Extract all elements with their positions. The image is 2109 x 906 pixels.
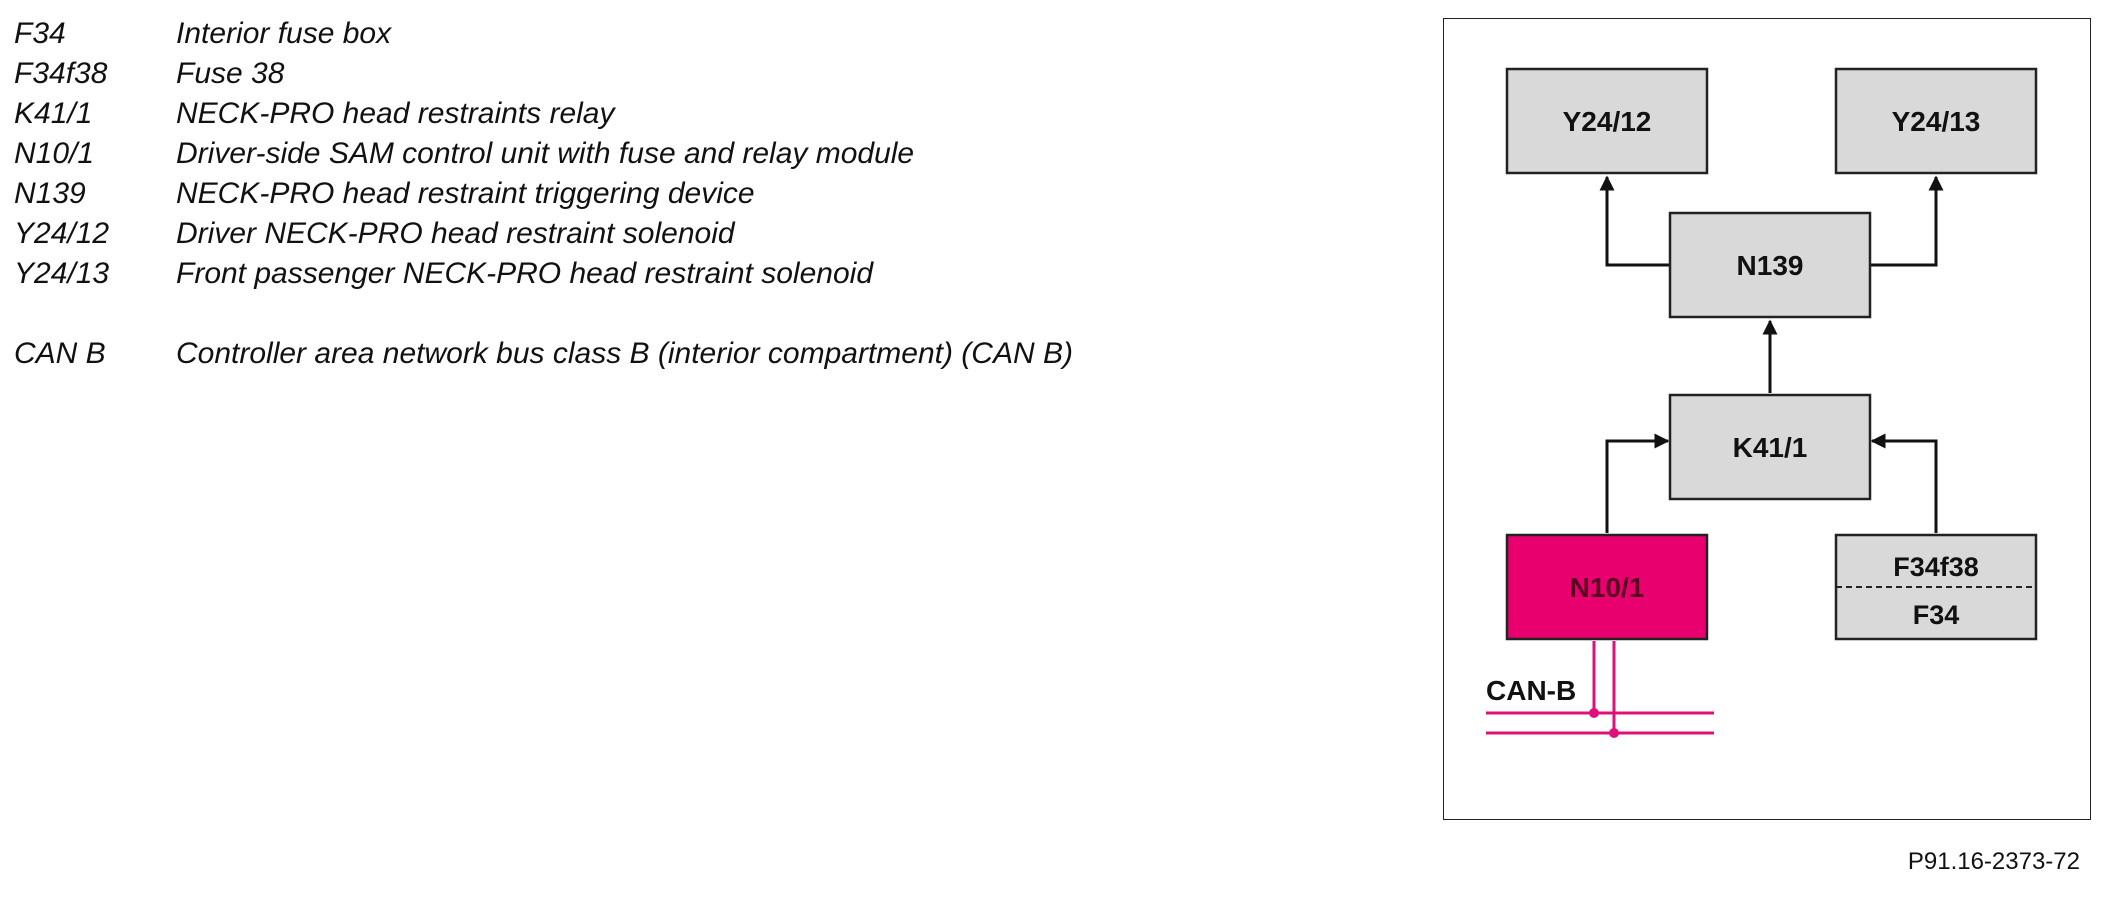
block-y24-12: Y24/12 [1505,67,1709,175]
legend-code: K41/1 [14,97,93,130]
legend-description: Driver-side SAM control unit with fuse a… [176,137,915,170]
legend-row-y24-12: Y24/12 Driver NECK-PRO head restraint so… [14,214,1073,254]
connector-n139-to-y24-12 [1599,175,1670,267]
legend-description: Controller area network bus class B (int… [176,337,1073,370]
block-label-f34: F34 [1913,600,1960,630]
block-n139: N139 [1668,211,1872,319]
block-label-k41-1: K41/1 [1733,432,1808,463]
legend-description: Interior fuse box [176,17,392,50]
block-k41-1: K41/1 [1668,393,1872,501]
block-diagram-frame: Y24/12 Y24/13 N139 K41/1 N10/1 F34f38 F3… [1443,18,2091,820]
legend-description: NECK-PRO head restraints relay [176,97,615,130]
block-label-n10-1: N10/1 [1570,572,1645,603]
legend-description: Driver NECK-PRO head restraint solenoid [176,217,735,250]
block-n10-1: N10/1 [1505,533,1709,641]
block-f34: F34f38 F34 [1834,533,2038,641]
legend-code: F34 [14,17,66,50]
block-diagram: Y24/12 Y24/13 N139 K41/1 N10/1 F34f38 F3… [1486,67,2038,738]
can-b-bus [1486,641,1714,738]
connector-n139-to-y24-13 [1870,175,1944,267]
legend-code: N139 [14,177,86,210]
legend-code: N10/1 [14,137,95,170]
legend-code: CAN B [14,337,106,370]
legend-row-k41-1: K41/1 NECK-PRO head restraints relay [14,94,1073,134]
figure-reference: P91.16-2373-72 [1907,848,2080,875]
block-label-f34f38: F34f38 [1893,552,1979,582]
block-y24-13: Y24/13 [1834,67,2038,175]
legend: F34 Interior fuse box F34f38 Fuse 38 K41… [14,14,1073,374]
legend-description: Fuse 38 [176,57,285,90]
legend-code: Y24/12 [14,217,110,250]
legend-row-n10-1: N10/1 Driver-side SAM control unit with … [14,134,1073,174]
legend-row-f34f38: F34f38 Fuse 38 [14,54,1073,94]
legend-row-can-b: CAN B Controller area network bus class … [14,334,1073,374]
block-label-y24-13: Y24/13 [1892,106,1981,137]
can-b-label: CAN-B [1486,675,1576,706]
legend-code: F34f38 [14,57,108,90]
legend-code: Y24/13 [14,257,110,290]
block-label-n139: N139 [1737,250,1804,281]
legend-description: NECK-PRO head restraint triggering devic… [176,177,755,210]
legend-row-n139: N139 NECK-PRO head restraint triggering … [14,174,1073,214]
legend-row-y24-13: Y24/13 Front passenger NECK-PRO head res… [14,254,1073,294]
connector-n10-to-k41 [1605,433,1670,533]
legend-row-f34: F34 Interior fuse box [14,14,1073,54]
block-label-y24-12: Y24/12 [1563,106,1652,137]
connector-f34-to-k41 [1870,433,1938,533]
legend-description: Front passenger NECK-PRO head restraint … [176,257,874,290]
